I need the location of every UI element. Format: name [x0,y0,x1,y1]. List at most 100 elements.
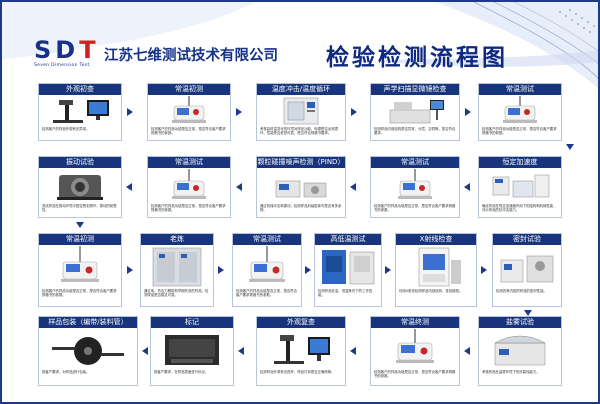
step-label: 老炼 [141,234,213,245]
step-room-temp-initial: 常温初测 检测客户的样品功能是否正常，是否符合客户要求规格书的参数。 [147,83,231,141]
flow-arrow-right [481,266,487,274]
flow-arrow-right [305,266,311,274]
marking-machine-image [151,328,233,370]
step-description: 检测客户的样品功能是否正常，是否符合客户要求规格书的参数。 [151,204,226,212]
step-description: 通过机械冲击和振动，检测样品封装腔体内是否有多余物。 [260,204,342,212]
tester-image [371,328,459,370]
flow-arrow-down [524,310,532,316]
step-xray: X射线检查 利用X射线检测样品内部结构，查找缺陷。 [395,233,477,307]
step-description: 检测客户的样品功能是否正常，是否符合客户要求规格书的参数。 [482,127,557,135]
step-thermal-shock: 温度冲击/温度循环 考核高低温变化的环境对样品功能、电源是否出现损坏、性能是否依… [256,83,346,141]
step-description: 按客户要求，在样品表面进行标记。 [154,370,209,374]
pind-tester-image [257,168,345,204]
step-marking: 标记 按客户要求，在样品表面进行标记。 [150,316,234,386]
microscope-image [257,328,345,370]
step-label: 盐雾试验 [479,317,561,328]
step-label: 常温初测 [148,84,230,95]
temp-chamber-image [315,245,381,289]
step-description: 检测样品内部结构是否异常、分层、空洞等，是否符合要求。 [374,127,456,135]
logo-letters-sd: SD [34,36,80,64]
tester-image [479,95,561,127]
step-room-temp-test-3: 常温测试 检测客户的样品功能是否正常，是否符合客户要求规格书的参数。 [370,156,460,218]
step-description: 确定样品在恒定加速度作用下的结构和机械性能，评价样品的抗冲击能力。 [482,204,557,212]
step-label: 密封试验 [493,234,561,245]
flow-arrow-left [350,347,356,355]
microscope-image [39,95,121,127]
step-description: 利用X射线检测样品内部结构，查找缺陷。 [399,289,463,293]
step-label: 高低温测试 [315,234,381,245]
flow-arrow-left [126,183,132,191]
step-label: 样品包装（编带/装料管） [39,317,137,328]
company-name: 江苏七维测试技术有限公司 [104,48,278,64]
flow-arrow-right [127,266,133,274]
flow-arrow-right [385,266,391,274]
step-room-temp-final: 常温终测 检测客户的样品功能是否正常，是否符合客户要求规格书的参数。 [370,316,460,386]
step-description: 检测客户的样品功能是否正常，是否符合客户要求规格书的参数。 [236,289,298,297]
flow-arrow-down [76,222,84,228]
flow-arrow-down [566,144,574,150]
tester-image [148,168,230,204]
logo-subtitle: Seven Dimension Test [34,63,90,68]
step-description: 考核高低温变化的环境对样品功能、电源是否出现损坏、性能是否依然可靠，是否符合规格… [260,127,338,135]
step-label: 常温终测 [371,317,459,328]
step-description: 考核样品在盐雾环境下的抗腐蚀能力。 [482,370,540,374]
step-description: 检测客户的样品外观有无异常。 [42,127,90,131]
step-room-temp-test-4: 常温测试 检测客户的样品功能是否正常，是否符合客户要求规格书的参数。 [232,233,302,307]
step-label: 常温测试 [148,157,230,168]
acoustic-microscope-image [371,95,459,127]
flow-arrow-left [236,183,242,191]
page-title: 检验检测流程图 [326,45,508,71]
step-description: 按客户要求，对样品进行包装。 [42,370,90,374]
logo-letter-t: T [79,36,100,64]
step-description: 检测样品外观有无损坏，样品打标是否正确清晰。 [260,370,335,374]
step-label: 振动试验 [39,157,121,168]
flow-arrow-right [218,266,224,274]
flow-arrow-right [351,108,357,116]
step-pind: 颗粒碰撞噪声检测（PIND） 通过机械冲击和振动，检测样品封装腔体内是否有多余物… [256,156,346,218]
flow-arrow-right [127,108,133,116]
step-salt-spray: 盐雾试验 考核样品在盐雾环境下的抗腐蚀能力。 [478,316,562,386]
flow-arrow-left [464,347,470,355]
step-description: 检测客户的样品功能是否正常，是否符合客户要求规格书的参数。 [374,204,456,212]
step-label: X射线检查 [396,234,476,245]
tester-image [371,168,459,204]
vibration-table-image [39,168,121,204]
salt-spray-chamber-image [479,328,561,370]
flow-arrow-left [350,183,356,191]
step-description: 检测客户的样品功能是否正常，是否符合客户要求规格书的参数。 [374,370,456,378]
step-appearance-initial: 外观初查 检测客户的样品外观有无异常。 [38,83,122,141]
step-room-temp-initial-2: 常温初测 检测客户的样品功能是否正常，是否符合客户要求规格书的参数。 [38,233,122,307]
step-label: 常温测试 [479,84,561,95]
seal-tester-image [493,245,561,289]
step-label: 外观初查 [39,84,121,95]
step-label: 标记 [151,317,233,328]
xray-machine-image [396,245,476,289]
step-label: 恒定加速度 [479,157,561,168]
burn-in-cabinet-image [141,245,213,289]
step-description: 检测样品在高、低温条件下的工作性能。 [318,289,373,297]
thermal-chamber-image [257,95,345,127]
step-description: 测试样品在振动环境中是否受到损坏、振动的耐受性。 [42,204,117,212]
step-description: 检测客户的样品功能是否正常，是否符合客户要求规格书的参数。 [151,127,226,135]
step-constant-acceleration: 恒定加速度 确定样品在恒定加速度作用下的结构和机械性能，评价样品的抗冲击能力。 [478,156,562,218]
step-label: 外观复查 [257,317,345,328]
step-label: 颗粒碰撞噪声检测（PIND） [257,157,345,168]
step-label: 常温测试 [371,157,459,168]
tester-image [148,95,230,127]
step-acoustic-scan: 声学扫描显微镜检查 检测样品内部结构是否异常、分层、空洞等，是否符合要求。 [370,83,460,141]
flow-arrow-left [142,347,148,355]
step-room-temp-test-1: 常温测试 检测客户的样品功能是否正常，是否符合客户要求规格书的参数。 [478,83,562,141]
step-description: 检测客户的样品功能是否正常，是否符合客户要求规格书的参数。 [42,289,117,297]
step-seal-test: 密封试验 检测具有内腔的样品的密封性能。 [492,233,562,307]
step-description: 通过电、热应力剔除有早期失效的样品，检测样品是否稳定可靠。 [144,289,209,297]
tester-image [39,245,121,289]
step-room-temp-test-2: 常温测试 检测客户的样品功能是否正常，是否符合客户要求规格书的参数。 [147,156,231,218]
step-label: 声学扫描显微镜检查 [371,84,459,95]
step-description: 检测具有内腔的样品的密封性能。 [496,289,547,293]
step-label: 常温测试 [233,234,301,245]
flow-arrow-right [465,108,471,116]
step-vibration: 振动试验 测试样品在振动环境中是否受到损坏、振动的耐受性。 [38,156,122,218]
step-high-low-temp: 高低温测试 检测样品在高、低温条件下的工作性能。 [314,233,382,307]
